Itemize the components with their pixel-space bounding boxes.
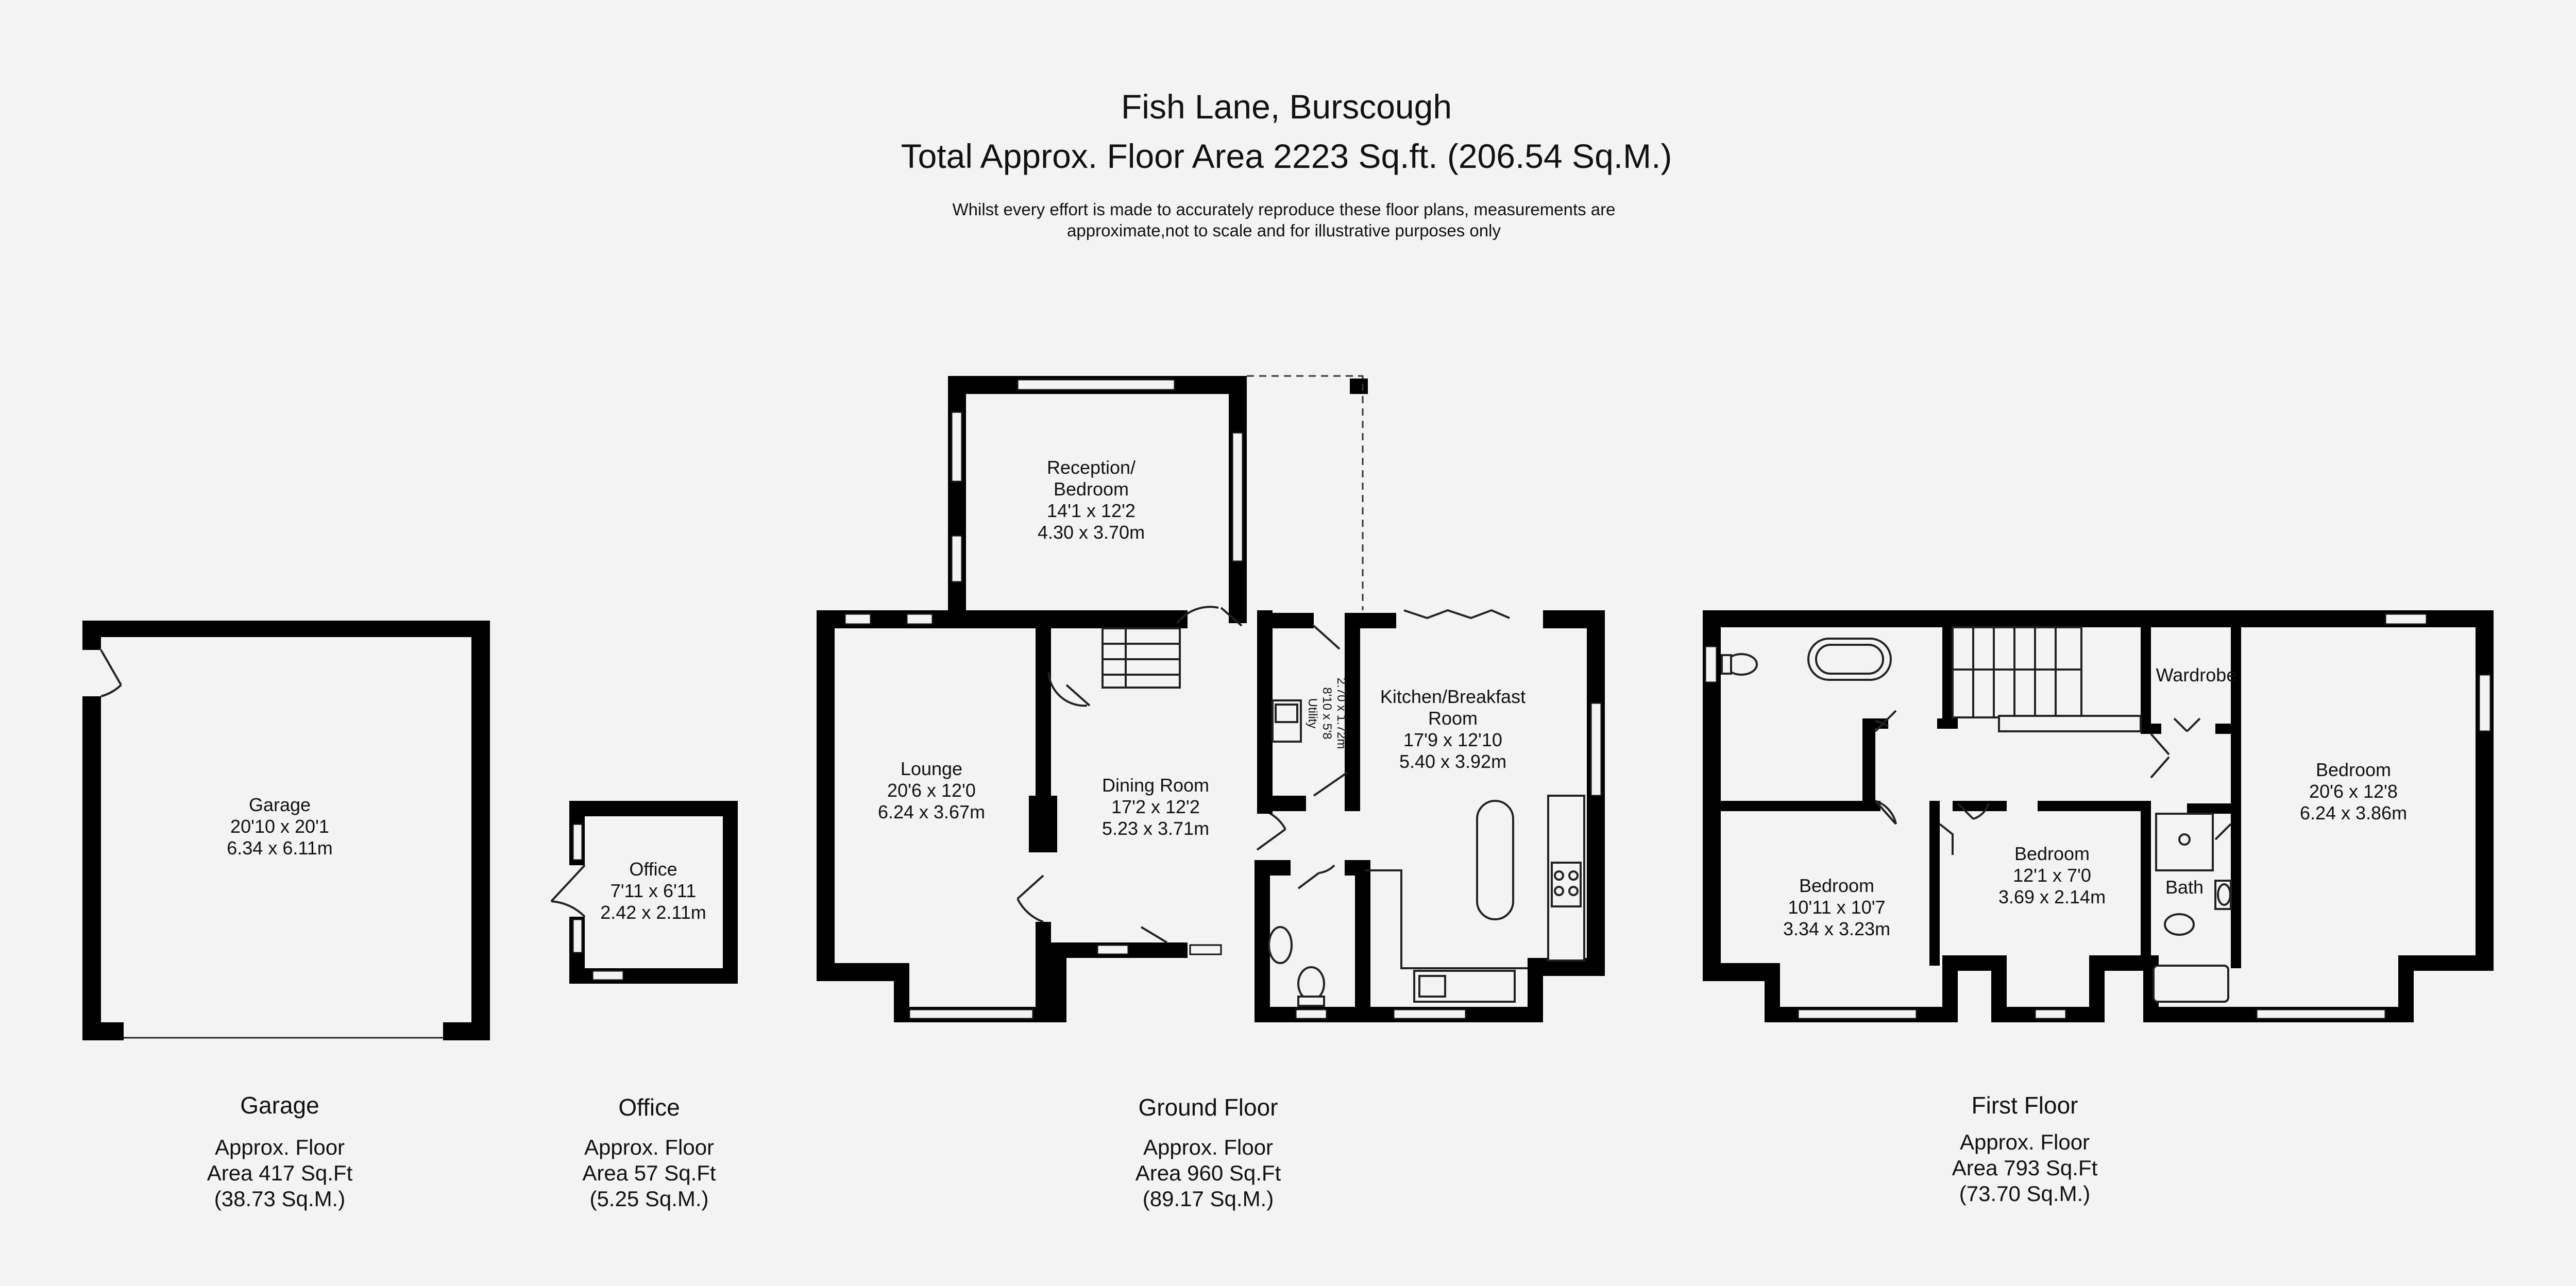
office-plan xyxy=(550,801,738,984)
disclaimer-line-2: approximate,not to scale and for illustr… xyxy=(1067,221,1501,240)
section-area-line-3: (73.70 Sq.M.) xyxy=(1959,1181,2090,1206)
bedroom-left-label: Bedroom xyxy=(1799,875,1874,896)
bedroom-mid-label: Bedroom xyxy=(2014,843,2090,864)
section-first-floor: First Floor Approx. Floor Area 793 Sq.Ft… xyxy=(1952,1092,2098,1206)
bedroom-mid-metric: 3.69 x 2.14m xyxy=(1998,886,2106,907)
office-imperial: 7'11 x 6'11 xyxy=(611,880,697,901)
section-name: Office xyxy=(618,1094,680,1121)
wardrobe-label: Wardrobe xyxy=(2156,664,2237,685)
reception-label-1: Reception/ xyxy=(1047,457,1136,478)
section-area-line-2: Area 793 Sq.Ft xyxy=(1952,1156,2098,1180)
plan-title: Fish Lane, Burscough xyxy=(1121,88,1452,126)
section-area-line-1: Approx. Floor xyxy=(215,1135,345,1159)
section-area-line-2: Area 960 Sq.Ft xyxy=(1136,1161,1281,1185)
utility-label: Utility xyxy=(1306,698,1319,729)
dining-label: Dining Room xyxy=(1102,775,1209,796)
kitchen-metric: 5.40 x 3.92m xyxy=(1399,751,1506,772)
office-label: Office xyxy=(629,859,677,880)
office-metric: 2.42 x 2.11m xyxy=(600,902,706,923)
lounge-label: Lounge xyxy=(901,758,962,779)
lounge-imperial: 20'6 x 12'0 xyxy=(887,780,976,801)
bedroom-right-metric: 6.24 x 3.86m xyxy=(2300,802,2407,824)
section-garage: Garage Approx. Floor Area 417 Sq.Ft (38.… xyxy=(207,1092,353,1211)
section-area-line-2: Area 57 Sq.Ft xyxy=(582,1161,716,1185)
total-area: Total Approx. Floor Area 2223 Sq.ft. (20… xyxy=(901,137,1672,175)
bath-label: Bath xyxy=(2165,877,2204,898)
section-name: Ground Floor xyxy=(1138,1094,1278,1121)
garage-plan xyxy=(77,621,490,1040)
kitchen-label-2: Room xyxy=(1428,708,1478,729)
section-area-line-1: Approx. Floor xyxy=(1143,1135,1273,1159)
bedroom-left-metric: 3.34 x 3.23m xyxy=(1783,918,1890,939)
reception-label-2: Bedroom xyxy=(1054,478,1129,500)
garage-metric: 6.34 x 6.11m xyxy=(227,837,332,859)
utility-metric: 2.70 x 1.72m xyxy=(1334,678,1348,749)
reception-imperial: 14'1 x 12'2 xyxy=(1047,500,1136,521)
section-area-line-2: Area 417 Sq.Ft xyxy=(207,1161,353,1185)
section-area-line-3: (89.17 Sq.M.) xyxy=(1143,1187,1274,1211)
section-area-line-3: (5.25 Sq.M.) xyxy=(589,1187,708,1211)
bedroom-mid-imperial: 12'1 x 7'0 xyxy=(2013,865,2091,886)
dining-metric: 5.23 x 3.71m xyxy=(1102,818,1209,839)
section-name: Garage xyxy=(240,1092,319,1119)
section-area-line-3: (38.73 Sq.M.) xyxy=(214,1187,345,1211)
dining-imperial: 17'2 x 12'2 xyxy=(1111,796,1200,817)
kitchen-label-1: Kitchen/Breakfast xyxy=(1380,686,1526,707)
section-ground-floor: Ground Floor Approx. Floor Area 960 Sq.F… xyxy=(1136,1094,1281,1211)
section-area-line-1: Approx. Floor xyxy=(1960,1130,2090,1154)
section-office: Office Approx. Floor Area 57 Sq.Ft (5.25… xyxy=(582,1094,716,1211)
bedroom-left-imperial: 10'11 x 10'7 xyxy=(1788,897,1885,918)
garage-imperial: 20'10 x 20'1 xyxy=(230,816,329,837)
ground-floor-plan xyxy=(817,375,1605,1022)
lounge-metric: 6.24 x 3.67m xyxy=(878,801,985,822)
bedroom-right-label: Bedroom xyxy=(2316,759,2391,780)
bedroom-right-imperial: 20'6 x 12'8 xyxy=(2309,781,2398,802)
section-name: First Floor xyxy=(1972,1092,2078,1119)
garage-label: Garage xyxy=(249,794,311,815)
utility-imperial: 8'10 x 5'8 xyxy=(1320,687,1334,739)
disclaimer-line-1: Whilst every effort is made to accuratel… xyxy=(953,200,1616,219)
first-floor-plan xyxy=(1703,610,2494,1022)
reception-metric: 4.30 x 3.70m xyxy=(1038,522,1145,543)
section-area-line-1: Approx. Floor xyxy=(584,1135,714,1159)
kitchen-imperial: 17'9 x 12'10 xyxy=(1403,729,1502,750)
